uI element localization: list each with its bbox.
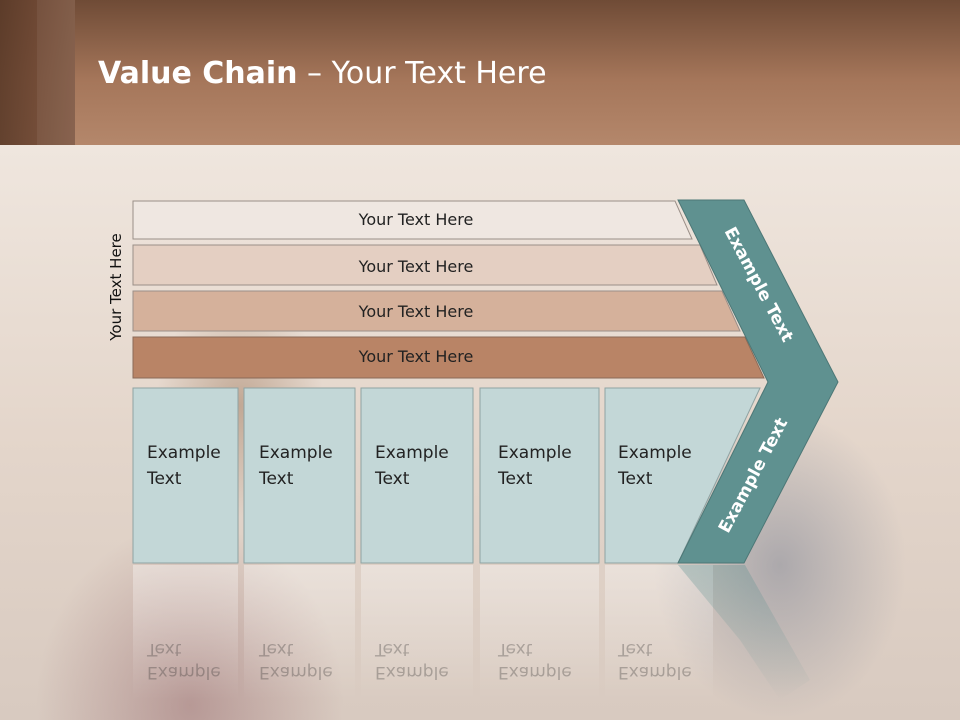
activity-box-2	[243, 387, 356, 564]
box-reflection-text: Text	[617, 639, 653, 659]
bar-1	[132, 200, 693, 240]
box-reflection	[605, 565, 713, 700]
activity-box-4	[479, 387, 600, 564]
box-reflection	[480, 565, 599, 700]
activity-box-3-line1: Example	[375, 443, 449, 463]
box-reflection-text: Example	[259, 662, 333, 682]
box-reflection-text: Example	[498, 662, 572, 682]
chevron-reflection	[678, 565, 810, 700]
box-reflection-text: Example	[147, 662, 221, 682]
bar-4	[132, 336, 765, 379]
activity-box-1-line2: Text	[146, 469, 182, 489]
activity-box-2-line2: Text	[258, 469, 294, 489]
activity-box-1-line1: Example	[147, 443, 221, 463]
slide-title-rest: – Your Text Here	[297, 56, 547, 91]
activity-box-4-line2: Text	[497, 469, 533, 489]
bar-2-label: Your Text Here	[358, 257, 474, 276]
header-band	[0, 0, 960, 145]
box-reflection-text: Text	[497, 639, 533, 659]
activity-box-3	[360, 387, 474, 564]
slide-title-bold: Value Chain	[98, 56, 298, 91]
activity-box-4-line1: Example	[498, 443, 572, 463]
margin-chevron	[677, 199, 839, 564]
box-reflection	[361, 565, 473, 700]
box-reflection	[133, 565, 238, 700]
activity-box-3-line2: Text	[374, 469, 410, 489]
box-reflection	[244, 565, 355, 700]
box-reflection-text: Text	[258, 639, 294, 659]
bar-1-label: Your Text Here	[358, 210, 474, 229]
activity-box-5-line2: Text	[617, 469, 653, 489]
reflection-group: Example Text Example Text Example Text E…	[133, 565, 810, 700]
slide-title: Value Chain – Your Text Here	[98, 56, 547, 91]
activity-box-2-line1: Example	[259, 443, 333, 463]
box-reflection-text: Example	[618, 662, 692, 682]
bar-3	[132, 290, 741, 332]
header-accent-stripe-light	[37, 0, 75, 145]
activity-box-1	[132, 387, 239, 564]
bar-2	[132, 244, 718, 286]
box-reflection-text: Example	[375, 662, 449, 682]
header-accent-stripe	[0, 0, 75, 145]
bar-3-label: Your Text Here	[358, 302, 474, 321]
box-reflection-text: Text	[374, 639, 410, 659]
activity-box-5-line1: Example	[618, 443, 692, 463]
bar-4-label: Your Text Here	[358, 347, 474, 366]
box-reflection-text: Text	[146, 639, 182, 659]
